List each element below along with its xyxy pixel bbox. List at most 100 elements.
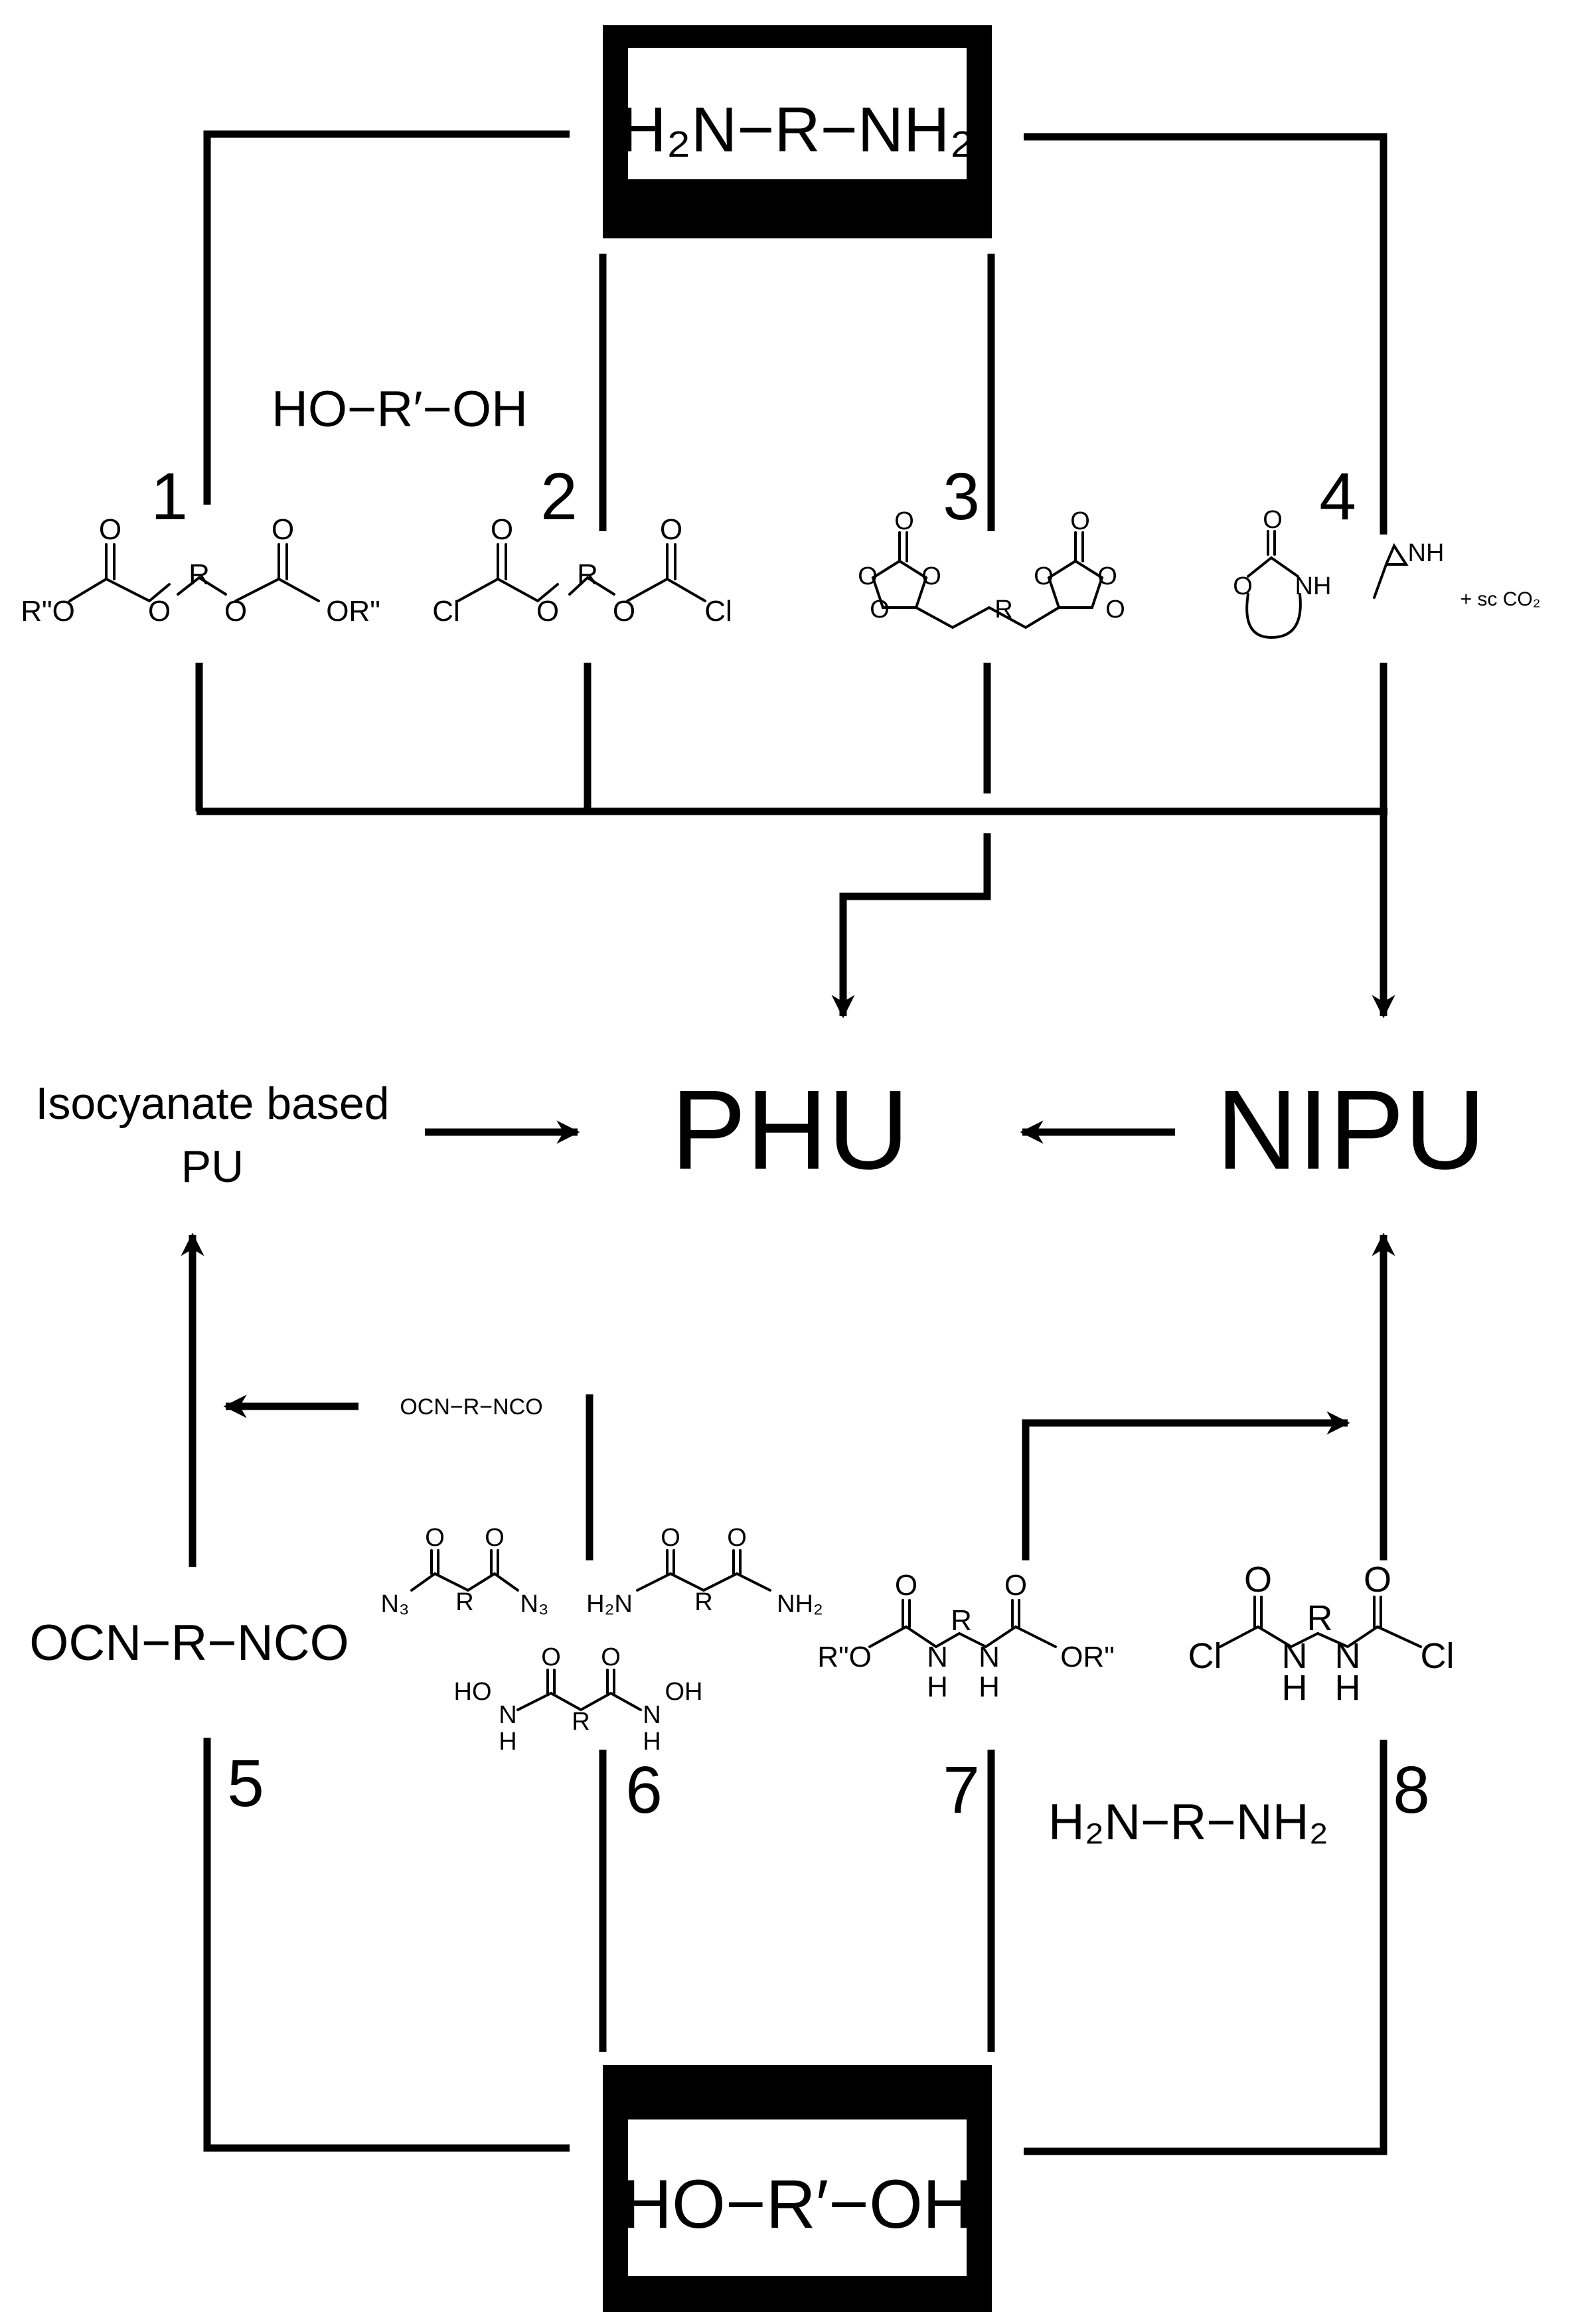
atom-label-h: H — [499, 1728, 516, 1756]
diol-box-formula: HO−R′−OH — [622, 2166, 973, 2243]
isocyanate-pu-label-line2: PU — [181, 1141, 244, 1192]
atom-label-o: O — [661, 1524, 680, 1552]
atom-label-o: O — [1105, 596, 1125, 623]
route-number-6: 6 — [625, 1753, 663, 1827]
atom-label-h: H — [643, 1728, 661, 1756]
atom-label-cl: Cl — [432, 595, 460, 627]
atom-label-n: N — [499, 1701, 516, 1729]
atom-label-o: O — [536, 595, 559, 627]
path-route-4-top — [1024, 133, 1387, 535]
atom-label-oh: OH — [665, 1678, 703, 1706]
atom-label-o: O — [485, 1524, 505, 1552]
atom-label-r: R — [1307, 1598, 1333, 1638]
bottom-diamine-coreactant: H₂N−R−NH₂ — [1048, 1794, 1328, 1851]
arrow-route-7-to-nipu — [1022, 1411, 1350, 1560]
atom-label-o: O — [148, 595, 171, 627]
route-numbers: 1 2 3 4 5 6 7 8 — [151, 459, 1430, 1827]
atom-label-o: O — [99, 513, 121, 546]
atom-label-o: O — [1034, 562, 1054, 590]
atom-label-r: R — [694, 1588, 712, 1616]
atom-label-o: O — [224, 595, 247, 627]
atom-label-n: N — [643, 1701, 661, 1729]
atom-label-nh: NH — [1408, 539, 1445, 567]
atom-label-n: N — [979, 1641, 1000, 1673]
atom-label-n: N — [927, 1641, 948, 1673]
atom-label-r: R — [994, 596, 1012, 623]
phu-label: PHU — [671, 1067, 910, 1193]
atom-label-r: R — [455, 1588, 473, 1616]
atom-label-cl: Cl — [1421, 1636, 1455, 1676]
atom-label-h: H — [927, 1671, 948, 1703]
route-number-7: 7 — [943, 1753, 980, 1827]
atom-label-cl: Cl — [704, 595, 732, 627]
atom-label-r: R — [577, 558, 598, 591]
atom-label-o: O — [1097, 562, 1117, 590]
structure-1-dicarbonate: R"O O O R O O OR" — [21, 513, 380, 627]
atom-label-r: R — [572, 1708, 590, 1736]
atom-label-o: O — [425, 1524, 445, 1552]
atom-label-or2: OR" — [1060, 1641, 1115, 1673]
structure-3-bis-cyclic-carbonate: O O O O R O O O O — [858, 507, 1125, 629]
atom-label-o: O — [1233, 572, 1253, 600]
route-number-1: 1 — [151, 459, 188, 534]
atom-label-o: O — [1244, 1560, 1272, 1600]
isocyanate-pu-label-line1: Isocyanate based — [35, 1078, 389, 1129]
atom-label-h: H — [1335, 1668, 1361, 1708]
route-number-4: 4 — [1319, 459, 1356, 534]
products-row: Isocyanate based PU PHU NIPU — [35, 1067, 1486, 1193]
atom-label-o: O — [601, 1643, 621, 1671]
atom-label-r: R — [189, 558, 210, 591]
atom-label-h2n: H₂N — [586, 1590, 633, 1618]
diamine-box: H₂N−R−NH₂ — [603, 25, 992, 238]
atom-label-r2o: R"O — [817, 1641, 872, 1673]
path-route-8-bottom — [1024, 1740, 1387, 2155]
atom-label-r: R — [951, 1604, 972, 1637]
atom-label-n: N — [1282, 1636, 1308, 1676]
atom-label-o: O — [660, 513, 682, 546]
route-number-2: 2 — [540, 459, 578, 534]
path-route-1-top — [203, 130, 570, 505]
atom-label-o: O — [491, 513, 513, 546]
atom-label-n3: N₃ — [381, 1590, 410, 1618]
upper-paths — [195, 130, 1395, 1019]
supercritical-co2-label: + sc CO₂ — [1461, 588, 1541, 610]
lower-paths — [181, 1232, 1395, 2155]
atom-label-o: O — [1070, 507, 1090, 535]
atom-label-o: O — [727, 1524, 747, 1552]
route-number-3: 3 — [943, 459, 980, 534]
atom-label-or2: OR" — [326, 595, 380, 627]
route-number-5: 5 — [227, 1746, 264, 1821]
nipu-label: NIPU — [1216, 1067, 1486, 1193]
arrow-to-phu-from-3 — [831, 833, 991, 1019]
atom-label-o: O — [870, 596, 890, 623]
atom-label-h: H — [1282, 1668, 1308, 1708]
atom-label-n3: N₃ — [520, 1590, 549, 1618]
atom-label-cl: Cl — [1188, 1636, 1222, 1676]
atom-label-nh: NH — [1295, 572, 1332, 600]
diisocyanate-small-label: OCN−R−NCO — [400, 1394, 542, 1420]
atom-label-ho: HO — [454, 1678, 492, 1706]
atom-label-nh2: NH₂ — [777, 1590, 823, 1618]
diol-box: HO−R′−OH — [603, 2065, 992, 2312]
diamine-box-formula: H₂N−R−NH₂ — [620, 94, 974, 165]
atom-label-o: O — [541, 1643, 561, 1671]
atom-label-o: O — [1263, 506, 1283, 534]
atom-label-o: O — [1004, 1569, 1027, 1602]
structure-2-bischloroformate: Cl O O R O O Cl — [432, 513, 732, 627]
atom-label-o: O — [858, 562, 878, 590]
structure-6-azide-amide-hydroxamic: N₃ O R O N₃ H₂N O R O NH₂ HO N H O R O N… — [381, 1524, 823, 1756]
atom-label-n: N — [1335, 1636, 1361, 1676]
diisocyanate-label: OCN−R−NCO — [29, 1615, 349, 1671]
route-number-8: 8 — [1393, 1753, 1430, 1827]
structure-4-cyclic-carbamate-aziridine: O O NH NH + sc CO₂ — [1233, 506, 1541, 639]
atom-label-o: O — [1364, 1560, 1391, 1600]
atom-label-o: O — [613, 595, 635, 627]
atom-label-r2o: R"O — [21, 595, 75, 627]
atom-label-o: O — [272, 513, 294, 546]
atom-label-o: O — [921, 562, 941, 590]
path-route-5-bottom — [203, 1738, 570, 2152]
atom-label-o: O — [895, 1569, 917, 1602]
top-diol-coreactant: HO−R′−OH — [272, 381, 528, 438]
structure-7-biscarbamate: R"O O N H R N H O OR" — [817, 1569, 1115, 1703]
